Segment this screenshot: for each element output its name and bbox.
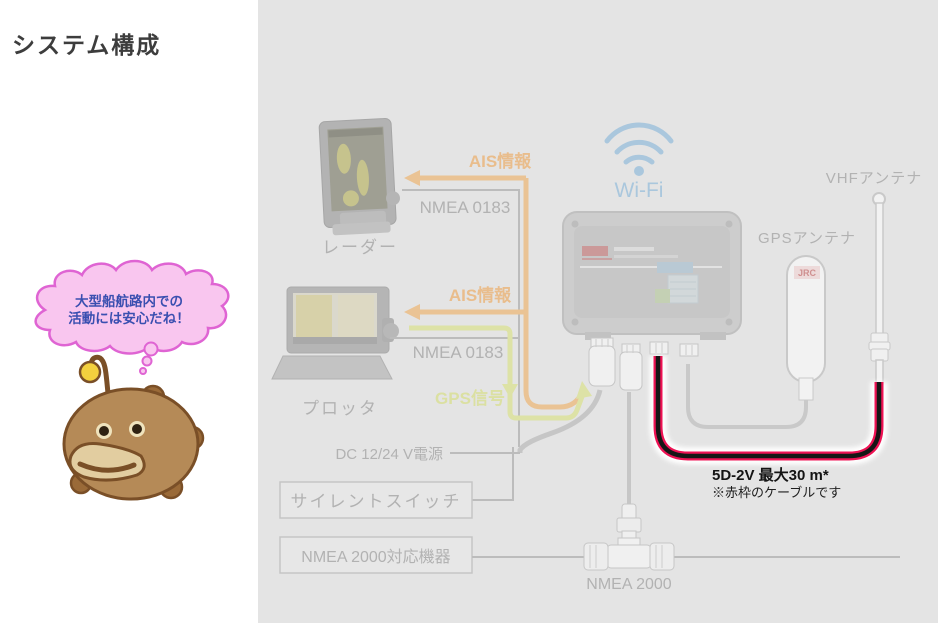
radar-device [318,118,401,236]
transponder-sticker-blue [657,262,693,273]
wifi-label: Wi-Fi [615,179,664,202]
highlight-cable [649,356,888,465]
plotter-label: プロッタ [302,399,378,418]
gps-arrow-up-icon [576,381,592,399]
speech-line-2: 活動には安心だね！ [68,310,190,326]
ais-info-radar-label: AIS情報 [469,151,532,171]
ais-arrow-plotter-icon [404,304,420,320]
ais-arrow-radar-icon [404,170,420,186]
power-wiring [450,389,603,501]
vhf-antenna-label: VHFアンテナ [826,170,922,187]
radar-label: レーダー [322,238,398,257]
gps-antenna-logo: JRC [798,268,817,278]
nmea0183-radar-label: NMEA 0183 [420,198,511,217]
speech-line-1: 大型船航路内での [75,293,183,309]
anglerfish-mascot [62,354,205,501]
speech-bubble: 大型船航路内での 活動には安心だね！ [34,259,230,375]
vhf-port [649,341,669,355]
transponder-sticker-green [655,289,670,303]
wifi-icon [604,122,674,176]
gps-signal-label: GPS信号 [435,388,505,408]
nmea2000-devices-box [279,536,473,574]
transponder-logo [582,246,608,256]
silent-switch-box [279,481,473,519]
transponder-connectors [588,337,699,391]
plotter-device [271,286,399,380]
nmea0183-wire-radar [402,189,520,447]
silent-switch-label: サイレントスイッチ [291,492,462,511]
ais-info-lines [404,170,586,410]
gps-antenna-device: JRC [686,255,826,429]
fish-lure [78,360,102,384]
ais-info-plotter-label: AIS情報 [449,285,512,305]
cable-spec-label: 5D-2V 最大30 m* [712,466,829,484]
ais-transponder-unit [562,211,742,391]
page-title: システム構成 [12,32,162,58]
nmea0183-plotter-label: NMEA 0183 [413,343,504,362]
gps-arrow-down-icon [502,384,518,398]
fish-mouth [68,442,146,482]
fish-right-eye [129,421,145,437]
fish-left-eye [96,423,112,439]
vhf-antenna-device [868,192,891,385]
nmea2000-bus-label: NMEA 2000 [586,576,671,593]
nmea2000-bus [472,392,900,571]
cable-note: ※赤枠のケーブルです [712,485,841,500]
gps-antenna-label: GPSアンテナ [758,230,856,247]
gps-port [679,343,699,357]
gps-signal-line [409,325,592,421]
dc-power-label: DC 12/24 V電源 [335,446,443,463]
nmea2000-devices-label: NMEA 2000対応機器 [301,548,450,566]
